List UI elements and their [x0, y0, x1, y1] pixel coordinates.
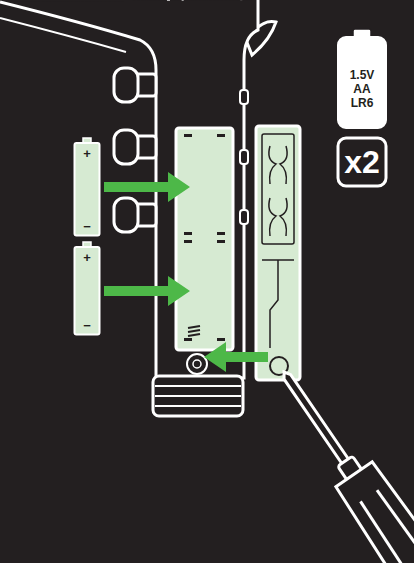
battery-type: 1.5V AA LR6 — [350, 69, 375, 110]
quantity-label: x2 — [344, 146, 380, 178]
handle-edge — [0, 18, 126, 52]
battery-cover — [256, 126, 300, 380]
spring — [188, 326, 200, 336]
side-nub — [240, 150, 248, 164]
handle-body — [0, 0, 258, 378]
aa-battery: +− — [73, 241, 101, 336]
screwdriver — [263, 357, 414, 563]
knob — [114, 68, 156, 232]
collar — [153, 376, 243, 416]
polarity-mark: + — [83, 147, 91, 160]
polarity-mark: + — [83, 251, 91, 264]
quantity-box: x2 — [336, 136, 388, 188]
contact-slot — [184, 134, 225, 341]
aa-battery: +− — [73, 137, 101, 237]
insert-arrow — [104, 172, 268, 372]
side-nub — [240, 90, 248, 104]
polarity-mark: − — [83, 319, 91, 332]
battery-spec: 1.5V AA LR6 — [336, 28, 388, 130]
side-nub — [240, 210, 248, 224]
screw-hole — [193, 360, 201, 368]
battery-compartment — [176, 128, 233, 350]
polarity-mark: − — [83, 220, 91, 233]
cover-detail — [262, 134, 294, 348]
collar-rib — [155, 386, 241, 406]
